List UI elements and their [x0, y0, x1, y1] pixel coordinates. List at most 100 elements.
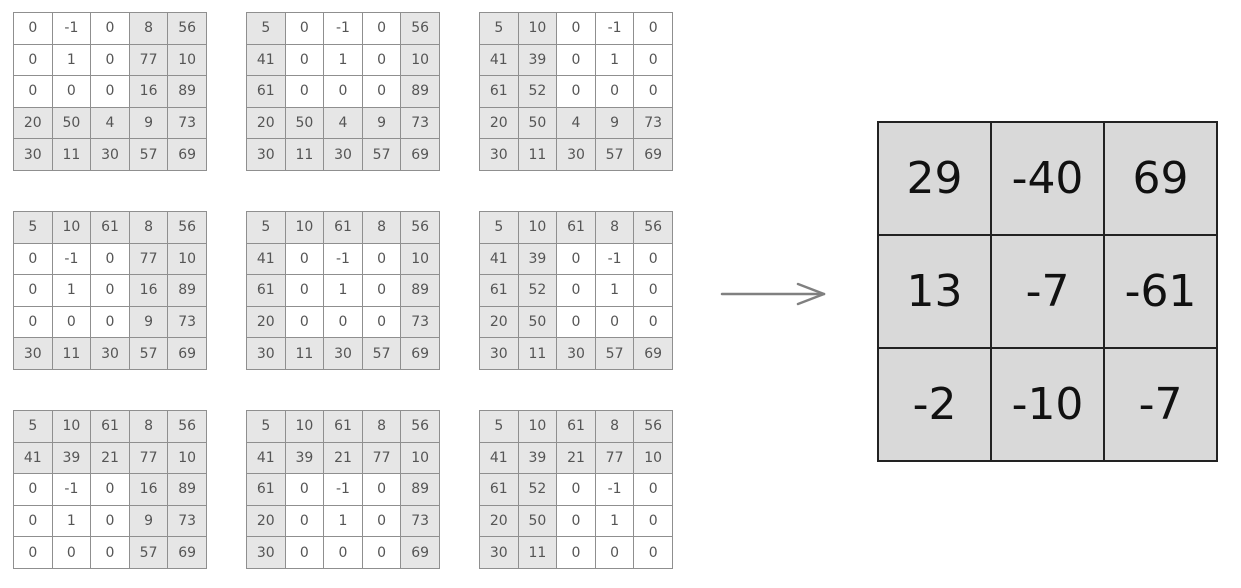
grid-cell: 61 [323, 410, 363, 443]
grid-cell: 10 [517, 12, 558, 45]
grid-cell: 0 [51, 75, 92, 108]
grid-cell: 61 [479, 75, 519, 108]
grid-cell: 16 [128, 75, 169, 108]
grid-cell: 1 [51, 504, 92, 538]
grid-cell: 30 [13, 337, 53, 370]
grid-cell: 10 [400, 242, 440, 276]
result-row: 13 -7 -61 [877, 234, 1218, 349]
grid-cell: 5 [246, 410, 286, 443]
grid-cell: 0 [284, 43, 325, 77]
grid-cell: 61 [479, 473, 519, 506]
grid-cell: 8 [128, 211, 169, 244]
grid-cell: 30 [479, 337, 519, 370]
grid-cell: 0 [284, 504, 325, 538]
grid-cell: 0 [556, 305, 596, 339]
grid-cell: 0 [361, 536, 402, 569]
grid-cell: 0 [90, 75, 130, 108]
grid-cell: 57 [128, 138, 169, 171]
grid-cell: 1 [594, 504, 635, 538]
grid-cell: 69 [167, 138, 207, 171]
grid-cell: 9 [128, 504, 169, 538]
grid-cell: 0 [284, 473, 325, 506]
grid-cell: 57 [594, 337, 635, 370]
result-cell: 29 [877, 121, 992, 236]
grid-cell: 16 [128, 274, 169, 307]
grid-cell: 0 [361, 75, 402, 108]
grid-cell: 30 [479, 138, 519, 171]
grid-cell: 69 [633, 337, 673, 370]
grid-cell: 20 [246, 305, 286, 339]
grid-cell: 41 [246, 441, 286, 475]
grid-cell: 0 [633, 274, 673, 307]
grid-cell: 0 [284, 242, 325, 276]
grid-cell: 5 [246, 211, 286, 244]
grid-cell: 0 [594, 305, 635, 339]
grid-cell: 9 [594, 106, 635, 140]
grid-cell: 69 [400, 337, 440, 370]
grid-cell: 0 [90, 305, 130, 339]
grid-cell: 73 [167, 305, 207, 339]
grid-cell: 8 [361, 211, 402, 244]
grid-cell: 57 [594, 138, 635, 171]
grid-cell: 0 [361, 305, 402, 339]
grid-cell: 0 [361, 504, 402, 538]
grid-cell: 0 [361, 242, 402, 276]
grid-cell: 11 [284, 138, 325, 171]
grid-cell: 4 [90, 106, 130, 140]
grid-cell: 0 [633, 504, 673, 538]
grid-cell: 11 [51, 138, 92, 171]
grid-cell: 10 [51, 211, 92, 244]
grid-cell: 69 [400, 536, 440, 569]
grid-cell: 1 [594, 43, 635, 77]
grid-cell: 0 [90, 536, 130, 569]
grid-cell: 0 [361, 274, 402, 307]
grid-cell: 41 [246, 242, 286, 276]
grid-cell: 57 [361, 138, 402, 171]
grid-cell: 56 [633, 410, 673, 443]
right-arrow-icon [720, 282, 826, 306]
grid-cell: 0 [633, 43, 673, 77]
grid-cell: 10 [517, 211, 558, 244]
grid-cell: 73 [400, 305, 440, 339]
grid-cell: 5 [13, 410, 53, 443]
grid-cell: 77 [594, 441, 635, 475]
grid-cell: 0 [594, 75, 635, 108]
grid-cell: 0 [90, 43, 130, 77]
result-cell: -7 [1103, 347, 1218, 462]
grid-cell: 56 [167, 410, 207, 443]
grid-cell: 0 [90, 473, 130, 506]
grid-cell: 0 [633, 242, 673, 276]
grid-cell: 5 [13, 211, 53, 244]
grid-cell: 0 [633, 75, 673, 108]
grid-cell: 0 [13, 12, 53, 45]
result-row: -2 -10 -7 [877, 347, 1218, 462]
grid-cell: 61 [90, 410, 130, 443]
grid-cell: 56 [167, 12, 207, 45]
grid-cell: 69 [167, 337, 207, 370]
grid-cell: 73 [633, 106, 673, 140]
grid-cell: 0 [13, 536, 53, 569]
